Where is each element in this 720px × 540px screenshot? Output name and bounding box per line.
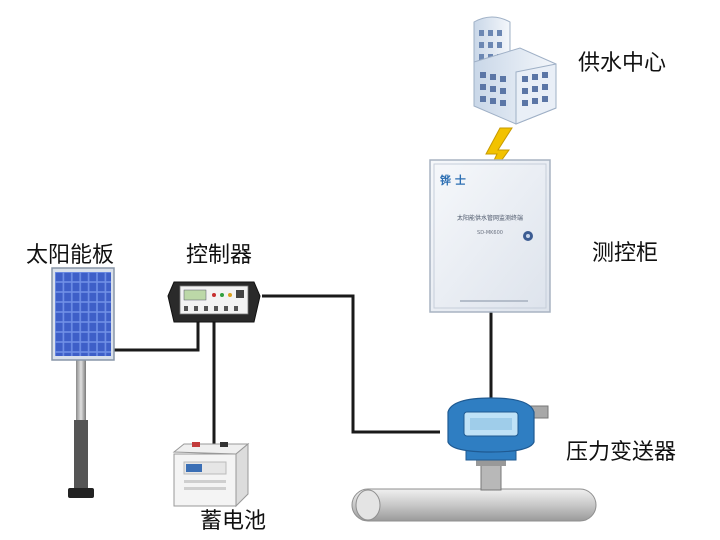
cabinet-brand: 铧 士 bbox=[440, 173, 466, 187]
wire-controller-to-transmitter bbox=[262, 294, 440, 434]
water-pipe bbox=[351, 488, 597, 522]
label-solar-panel: 太阳能板 bbox=[26, 243, 115, 268]
battery-icon bbox=[172, 442, 250, 508]
water-supply-center-building-icon bbox=[473, 16, 557, 125]
label-battery: 蓄电池 bbox=[200, 509, 267, 534]
label-pressure-transmitter: 压力变送器 bbox=[566, 440, 677, 465]
solar-controller-icon bbox=[167, 281, 261, 323]
label-controller: 控制器 bbox=[186, 243, 253, 268]
wire-panel-to-controller bbox=[112, 322, 200, 352]
cabinet-title: 太阳能供水管网监测终端 bbox=[457, 214, 523, 222]
wiring bbox=[112, 294, 493, 475]
label-control-cabinet: 测控柜 bbox=[592, 241, 659, 266]
solar-panel-icon bbox=[51, 267, 115, 498]
pressure-transmitter-icon bbox=[447, 397, 549, 491]
label-water-supply-center: 供水中心 bbox=[578, 51, 667, 76]
cabinet-model: SD-MK600 bbox=[477, 230, 503, 236]
control-cabinet-icon bbox=[429, 159, 551, 313]
